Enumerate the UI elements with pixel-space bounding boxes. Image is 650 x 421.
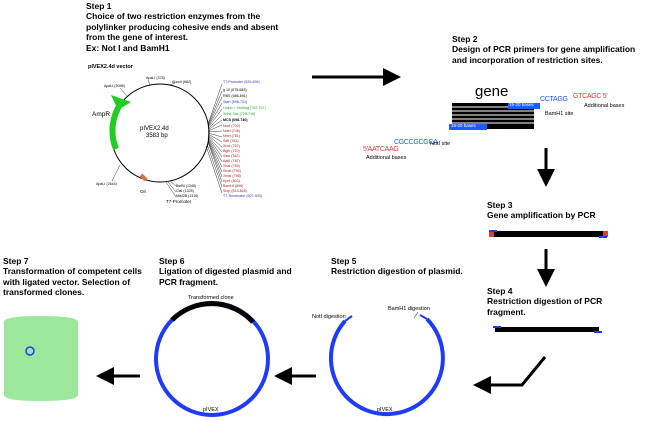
mcs-site-label: SmaI (795): [223, 169, 241, 173]
ampr-label: AmpR: [92, 111, 111, 118]
transformed-cell: [4, 316, 78, 401]
bamh1-site-label: BamH1 site: [545, 111, 574, 117]
t7-promoter-bottom-label: T7-Promoter: [166, 199, 192, 204]
bases-right-label: 15-20 bases: [509, 102, 534, 107]
digested-plasmid: [328, 311, 445, 417]
step4-title: Step 4: [487, 286, 513, 296]
mcs-site-label: SalI (763): [223, 139, 239, 143]
step7-desc: Transformation of competent cells with l…: [3, 266, 142, 297]
mcs-site-label: XmaI (798): [223, 174, 241, 178]
plasmid-label-step6: pIVEX: [203, 407, 219, 413]
site-label: AlwnII (682): [172, 80, 192, 84]
ampr-gene-arc: [109, 101, 124, 151]
seq-left-blue: CGCCGCGCA: [394, 139, 438, 146]
site-label: ClaI (1325): [176, 189, 194, 193]
primer-right-bar: [508, 103, 540, 109]
additional-left-label: Additional bases: [366, 155, 407, 161]
site-label: ApaLI (5096): [104, 84, 125, 88]
mcs-site-label: T7-Promoter (620-636): [223, 80, 260, 84]
mcs-site-label: MCS (698-740): [223, 118, 248, 122]
vector-caption: pIVEX2.4d vector: [88, 64, 133, 70]
step2-title: Step 2: [452, 34, 478, 44]
step1-example: Ex: Not I and BamH1: [86, 43, 170, 53]
seq-left-red: 5'AATCAAG: [363, 146, 399, 153]
site-label: BsrBI (1348): [176, 184, 197, 188]
step5-desc: Restriction digestion of plasmid.: [331, 266, 463, 276]
step7-title: Step 7: [3, 256, 29, 266]
site-label: ApaLI (2644): [96, 182, 117, 186]
mcs-site-label: Linker + His6tag (702-797): [223, 106, 266, 110]
additional-right-label: Additional bases: [584, 103, 625, 109]
step3-desc: Gene amplification by PCR: [487, 210, 596, 220]
ori-label: Ori: [140, 189, 146, 194]
vector-name: pIVEX2.4d: [140, 126, 169, 132]
bamh1-digestion-label: BamH1 digestion: [388, 306, 430, 312]
mcs-site-label: RBS (686-691): [223, 94, 247, 98]
plasmid-in-cell-icon: [25, 346, 35, 356]
arrow-step4-to-step5: [473, 356, 547, 394]
mcs-site-label: NheI (751): [223, 134, 240, 138]
vector-size: 3583 bp: [146, 133, 168, 139]
vector-map: [109, 79, 223, 198]
gene-primer-diagram: [449, 103, 540, 130]
step6-desc: Ligation of digested plasmid and PCR fra…: [159, 266, 292, 287]
noti-site-label: NotI site: [430, 141, 451, 147]
mcs-site-label: KpnI (803): [223, 179, 240, 183]
step1-title: Step 1: [86, 1, 112, 11]
mcs-site-label: NcoI (700): [223, 124, 240, 128]
mcs-site-label: XhoI (767): [223, 144, 240, 148]
step5-title: Step 5: [331, 256, 357, 266]
bases-left-label: 15-20 bases: [451, 123, 476, 128]
step1-desc: Choice of two restriction enzymes from t…: [86, 11, 279, 42]
transformed-clone-label: Transformed clone: [188, 295, 234, 301]
mcs-site-label: T7-Terminator (907-943): [223, 194, 262, 198]
seq-right-blue: CCTAGG: [540, 96, 568, 103]
step3-title: Step 3: [487, 200, 513, 210]
mcs-site-label: AatII (787): [223, 159, 240, 163]
mcs-site-label: XbaI (789): [223, 164, 240, 168]
mcs-site-label: SacI (782): [223, 154, 240, 158]
site-label: ApaLI (378): [146, 76, 165, 80]
mcs-site-label: Xbhd Site (729-746): [223, 112, 256, 116]
seq-right-red: GTCAGC 5': [573, 93, 608, 100]
plasmid-label-step5: pIVEX: [377, 407, 393, 413]
gene-label: gene: [475, 83, 509, 100]
mcs-site-label: BamHI (806): [223, 184, 244, 188]
ligated-plasmid: [154, 301, 270, 417]
step4-desc: Restriction digestion of PCR fragment.: [487, 296, 603, 317]
ampr-arrow-icon: [111, 95, 131, 110]
digested-fragment: [493, 326, 602, 333]
site-label: MlsI2B (1316): [176, 194, 199, 198]
mcs-site-label: BglII (770): [223, 149, 240, 153]
primer-left-bar: [449, 124, 487, 130]
ori-marker: [139, 173, 148, 182]
mcs-tick-lines: [205, 83, 223, 194]
step2-desc: Design of PCR primers for gene amplifica…: [452, 44, 636, 65]
pcr-product: [489, 230, 608, 238]
mcs-site-label: g 10 (675-683): [223, 88, 247, 92]
noti-digestion-label: NotI digestion: [312, 314, 346, 320]
step6-title: Step 6: [159, 256, 185, 266]
mcs-site-label: Stop (814-826): [223, 189, 247, 193]
mcs-site-label: Start (698-701): [223, 100, 248, 104]
mcs-site-label: NdeI (745): [223, 129, 240, 133]
